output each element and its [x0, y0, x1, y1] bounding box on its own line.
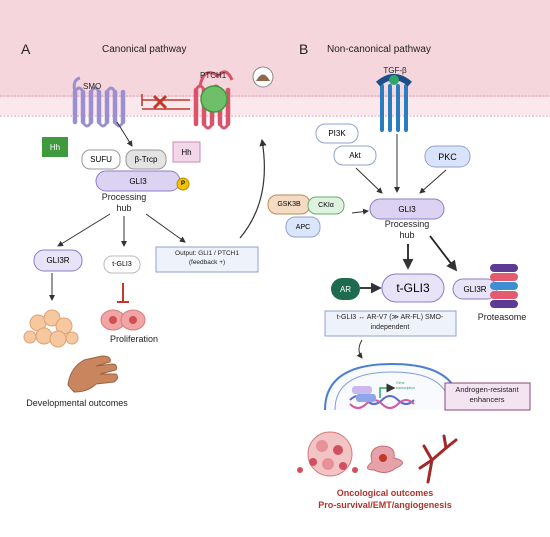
tumor-illustration — [297, 431, 358, 477]
ptch1-label: PTCH1 — [200, 71, 227, 80]
arv7-box — [324, 310, 457, 337]
cell-membrane — [0, 0, 550, 102]
tgfb-receptor — [376, 74, 412, 132]
panel-a-letter: A — [21, 41, 31, 57]
tgli3-label-b: t-GLI3 — [396, 281, 430, 295]
pkc-box — [424, 145, 471, 168]
emt-cell-illustration — [367, 445, 403, 474]
panel-b-letter: B — [299, 41, 309, 57]
gli3-label-b: GLI3 — [398, 204, 416, 214]
gli3r-box-a — [33, 249, 83, 272]
btrcp-box — [125, 149, 167, 170]
sufu-label: SUFU — [90, 155, 112, 164]
tgli3-label-a: t-GLI3 — [112, 261, 132, 268]
hub-label-a-line2: hub — [116, 203, 132, 213]
proliferation-label: Proliferation — [109, 334, 159, 344]
gli3r-label-b: GLI3R — [463, 284, 487, 294]
phospho-label: P — [180, 181, 185, 187]
pi3k-box — [315, 123, 359, 144]
angiogenesis-illustration — [418, 434, 458, 484]
hand-illustration — [67, 355, 119, 393]
output-box — [155, 246, 259, 273]
developmental-outcomes-label: Developmental outcomes — [26, 398, 128, 408]
ptch1-receptor — [193, 66, 274, 130]
hub-label-b-line1: Processing — [384, 219, 430, 229]
gsk3b-label: GSK3B — [277, 201, 301, 208]
hh-ligand-2-label: Hh — [181, 147, 192, 157]
sufu-box — [81, 149, 121, 170]
smo-label: SMO — [83, 82, 102, 91]
hh-ligand-1-label: Hh — [49, 142, 61, 152]
hub-label-b-line2: hub — [399, 230, 415, 240]
ck1a-box — [307, 196, 345, 215]
pkc-label: PKC — [438, 151, 457, 162]
hh-ligand-2-box — [172, 141, 201, 163]
smo-receptor — [72, 76, 126, 128]
akt-box — [333, 145, 377, 166]
akt-label: Akt — [349, 151, 361, 160]
gli3-box-b — [369, 198, 445, 220]
proteasome-label: Proteasome — [477, 312, 527, 322]
proteasome-illustration — [490, 264, 518, 308]
ar-box — [331, 278, 360, 300]
hub-label-a-line1: Processing — [101, 192, 147, 202]
tgli3-box-b — [381, 273, 445, 303]
ck1a-label: CKIα — [318, 202, 334, 209]
oncological-subtitle-label: Pro-survival/EMT/angiogenesis — [318, 500, 452, 510]
tgli3-box-a — [103, 255, 141, 274]
gene-transcription-line2: transcription — [396, 386, 416, 390]
output-label-line1: Output: GLI1 / PTCH1 — [175, 250, 239, 257]
ar-label: AR — [339, 284, 352, 294]
embryo-cluster-illustration — [23, 309, 79, 348]
gene-transcription-line1: Gene — [396, 381, 405, 385]
arv7-label-line1: t-GLI3 ↔ AR-V7 (≫ AR-FL) SMO- — [336, 314, 444, 321]
panel-b-title: Non-canonical pathway — [327, 44, 431, 55]
nucleus-illustration — [324, 362, 461, 411]
hh-ligand-1-box — [42, 137, 68, 157]
btrcp-label: β-Trcp — [134, 155, 158, 164]
dividing-cell-illustration — [100, 309, 146, 331]
gli3r-label-a: GLI3R — [46, 256, 70, 265]
arv7-label-line2: independent — [370, 324, 410, 331]
pi3k-label: PI3K — [328, 129, 346, 138]
panel-a-title: Canonical pathway — [102, 44, 187, 55]
enhancers-box — [444, 382, 531, 411]
tgfb-label: TGF-β — [383, 66, 407, 75]
output-label-line2: (feedback +) — [188, 259, 226, 266]
apc-label: APC — [295, 223, 311, 231]
ptch1-inhibits-smo — [141, 94, 190, 110]
enhancers-label-line1: Androgen-resistant — [455, 385, 519, 394]
enhancers-label-line2: enhancers — [469, 395, 505, 404]
apc-box — [285, 216, 321, 238]
gli3-label-a: GLI3 — [129, 176, 147, 186]
oncological-outcomes-label: Oncological outcomes — [336, 488, 434, 498]
